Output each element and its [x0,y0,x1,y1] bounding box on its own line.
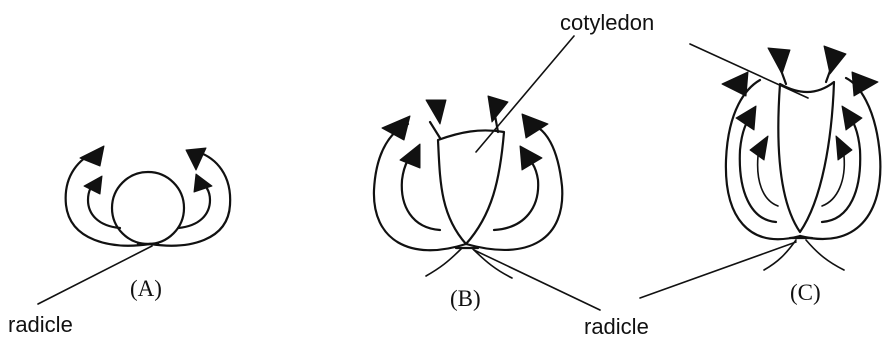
arrow-a-outer-right [186,148,206,170]
arrow-c-inner-right [842,106,862,130]
panel-c-embryo [722,46,880,270]
label-panel-a: (A) [130,276,162,301]
arrow-c-outer-right [852,72,878,96]
arrow-c-top-left [768,48,790,74]
arrow-c-top-right [824,46,846,74]
arrow-a-inner-right [194,174,212,192]
arrow-a-inner-left [84,176,102,194]
panel-a-embryo [66,146,231,246]
arrow-c-outer-left [722,72,748,96]
arrow-c-innermost-left [750,136,768,160]
arrow-b-inner-left [400,144,420,168]
label-radicle-right: radicle [584,314,649,339]
label-radicle-left: radicle [8,312,73,337]
label-panel-b: (B) [450,286,481,311]
arrow-b-top-left [426,100,446,124]
panel-b-embryo [374,96,562,278]
arrow-b-inner-right [520,146,542,170]
label-panel-c: (C) [790,280,821,305]
arrow-b-outer-left [382,116,410,140]
label-cotyledon: cotyledon [560,10,654,35]
arrow-a-outer-left [80,146,104,166]
